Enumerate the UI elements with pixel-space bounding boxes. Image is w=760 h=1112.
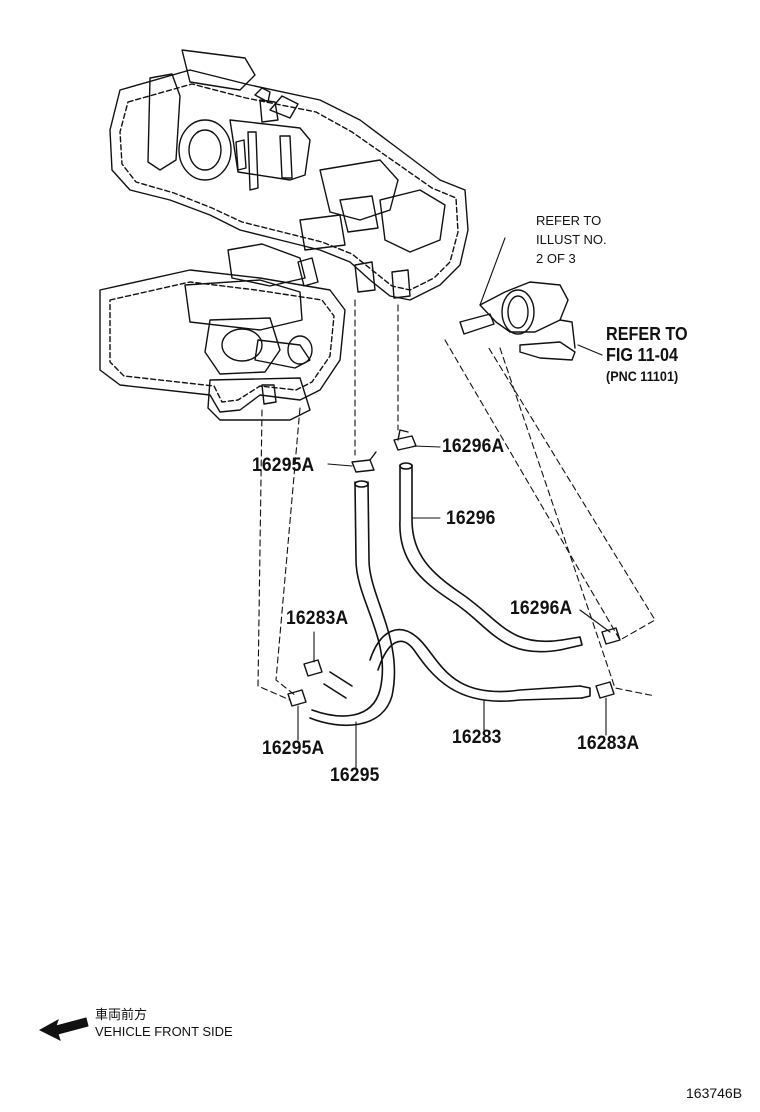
vehicle-front-label: 車両前方 VEHICLE FRONT SIDE	[95, 1006, 233, 1040]
figure-id: 163746B	[686, 1085, 743, 1101]
refer-illust-line-3: 2 OF 3	[536, 251, 576, 266]
refer-illust-line-2: ILLUST NO.	[536, 232, 607, 247]
ref-pipe-drawing	[459, 281, 576, 361]
part-label-16296A-right: 16296A	[510, 598, 573, 619]
refer-fig-line-3: (PNC 11101)	[606, 368, 679, 384]
vehicle-front-jp: 車両前方	[95, 1007, 148, 1022]
part-label-16295A-top: 16295A	[252, 455, 315, 476]
leader-lines	[297, 237, 611, 769]
part-label-16283A-left: 16283A	[286, 608, 349, 629]
left-arrow-icon	[38, 1017, 89, 1041]
refer-illust-line-1: REFER TO	[536, 213, 602, 228]
part-label-16283A-right: 16283A	[577, 733, 640, 754]
refer-fig-line-1: REFER TO	[606, 324, 688, 344]
part-label-16295: 16295	[330, 765, 380, 786]
part-label-16283: 16283	[452, 727, 502, 748]
hose-16283	[369, 628, 591, 702]
part-label-16295A-bottom: 16295A	[262, 738, 325, 759]
hose-16296	[399, 462, 583, 653]
clamp-16283A-right	[595, 681, 615, 699]
part-label-16296A-top: 16296A	[442, 436, 505, 457]
clamp-16295A-bottom	[287, 689, 307, 707]
clamp-16296A-right	[601, 627, 621, 645]
dashed-reference-lines	[257, 299, 656, 701]
clamp-16283A-left	[303, 659, 323, 677]
engine-assembly-drawing	[99, 49, 469, 421]
refer-fig-line-2: FIG 11-04	[606, 345, 679, 365]
refer-illust-label: REFER TO ILLUST NO. 2 OF 3	[536, 211, 607, 268]
refer-fig-label: REFER TO FIG 11-04 (PNC 11101)	[606, 324, 688, 387]
part-label-16296: 16296	[446, 508, 496, 529]
hose-16295	[309, 480, 396, 727]
vehicle-front-en: VEHICLE FRONT SIDE	[95, 1024, 233, 1039]
clamp-16295A-top	[351, 451, 377, 473]
clamp-16296A-top	[393, 429, 417, 451]
